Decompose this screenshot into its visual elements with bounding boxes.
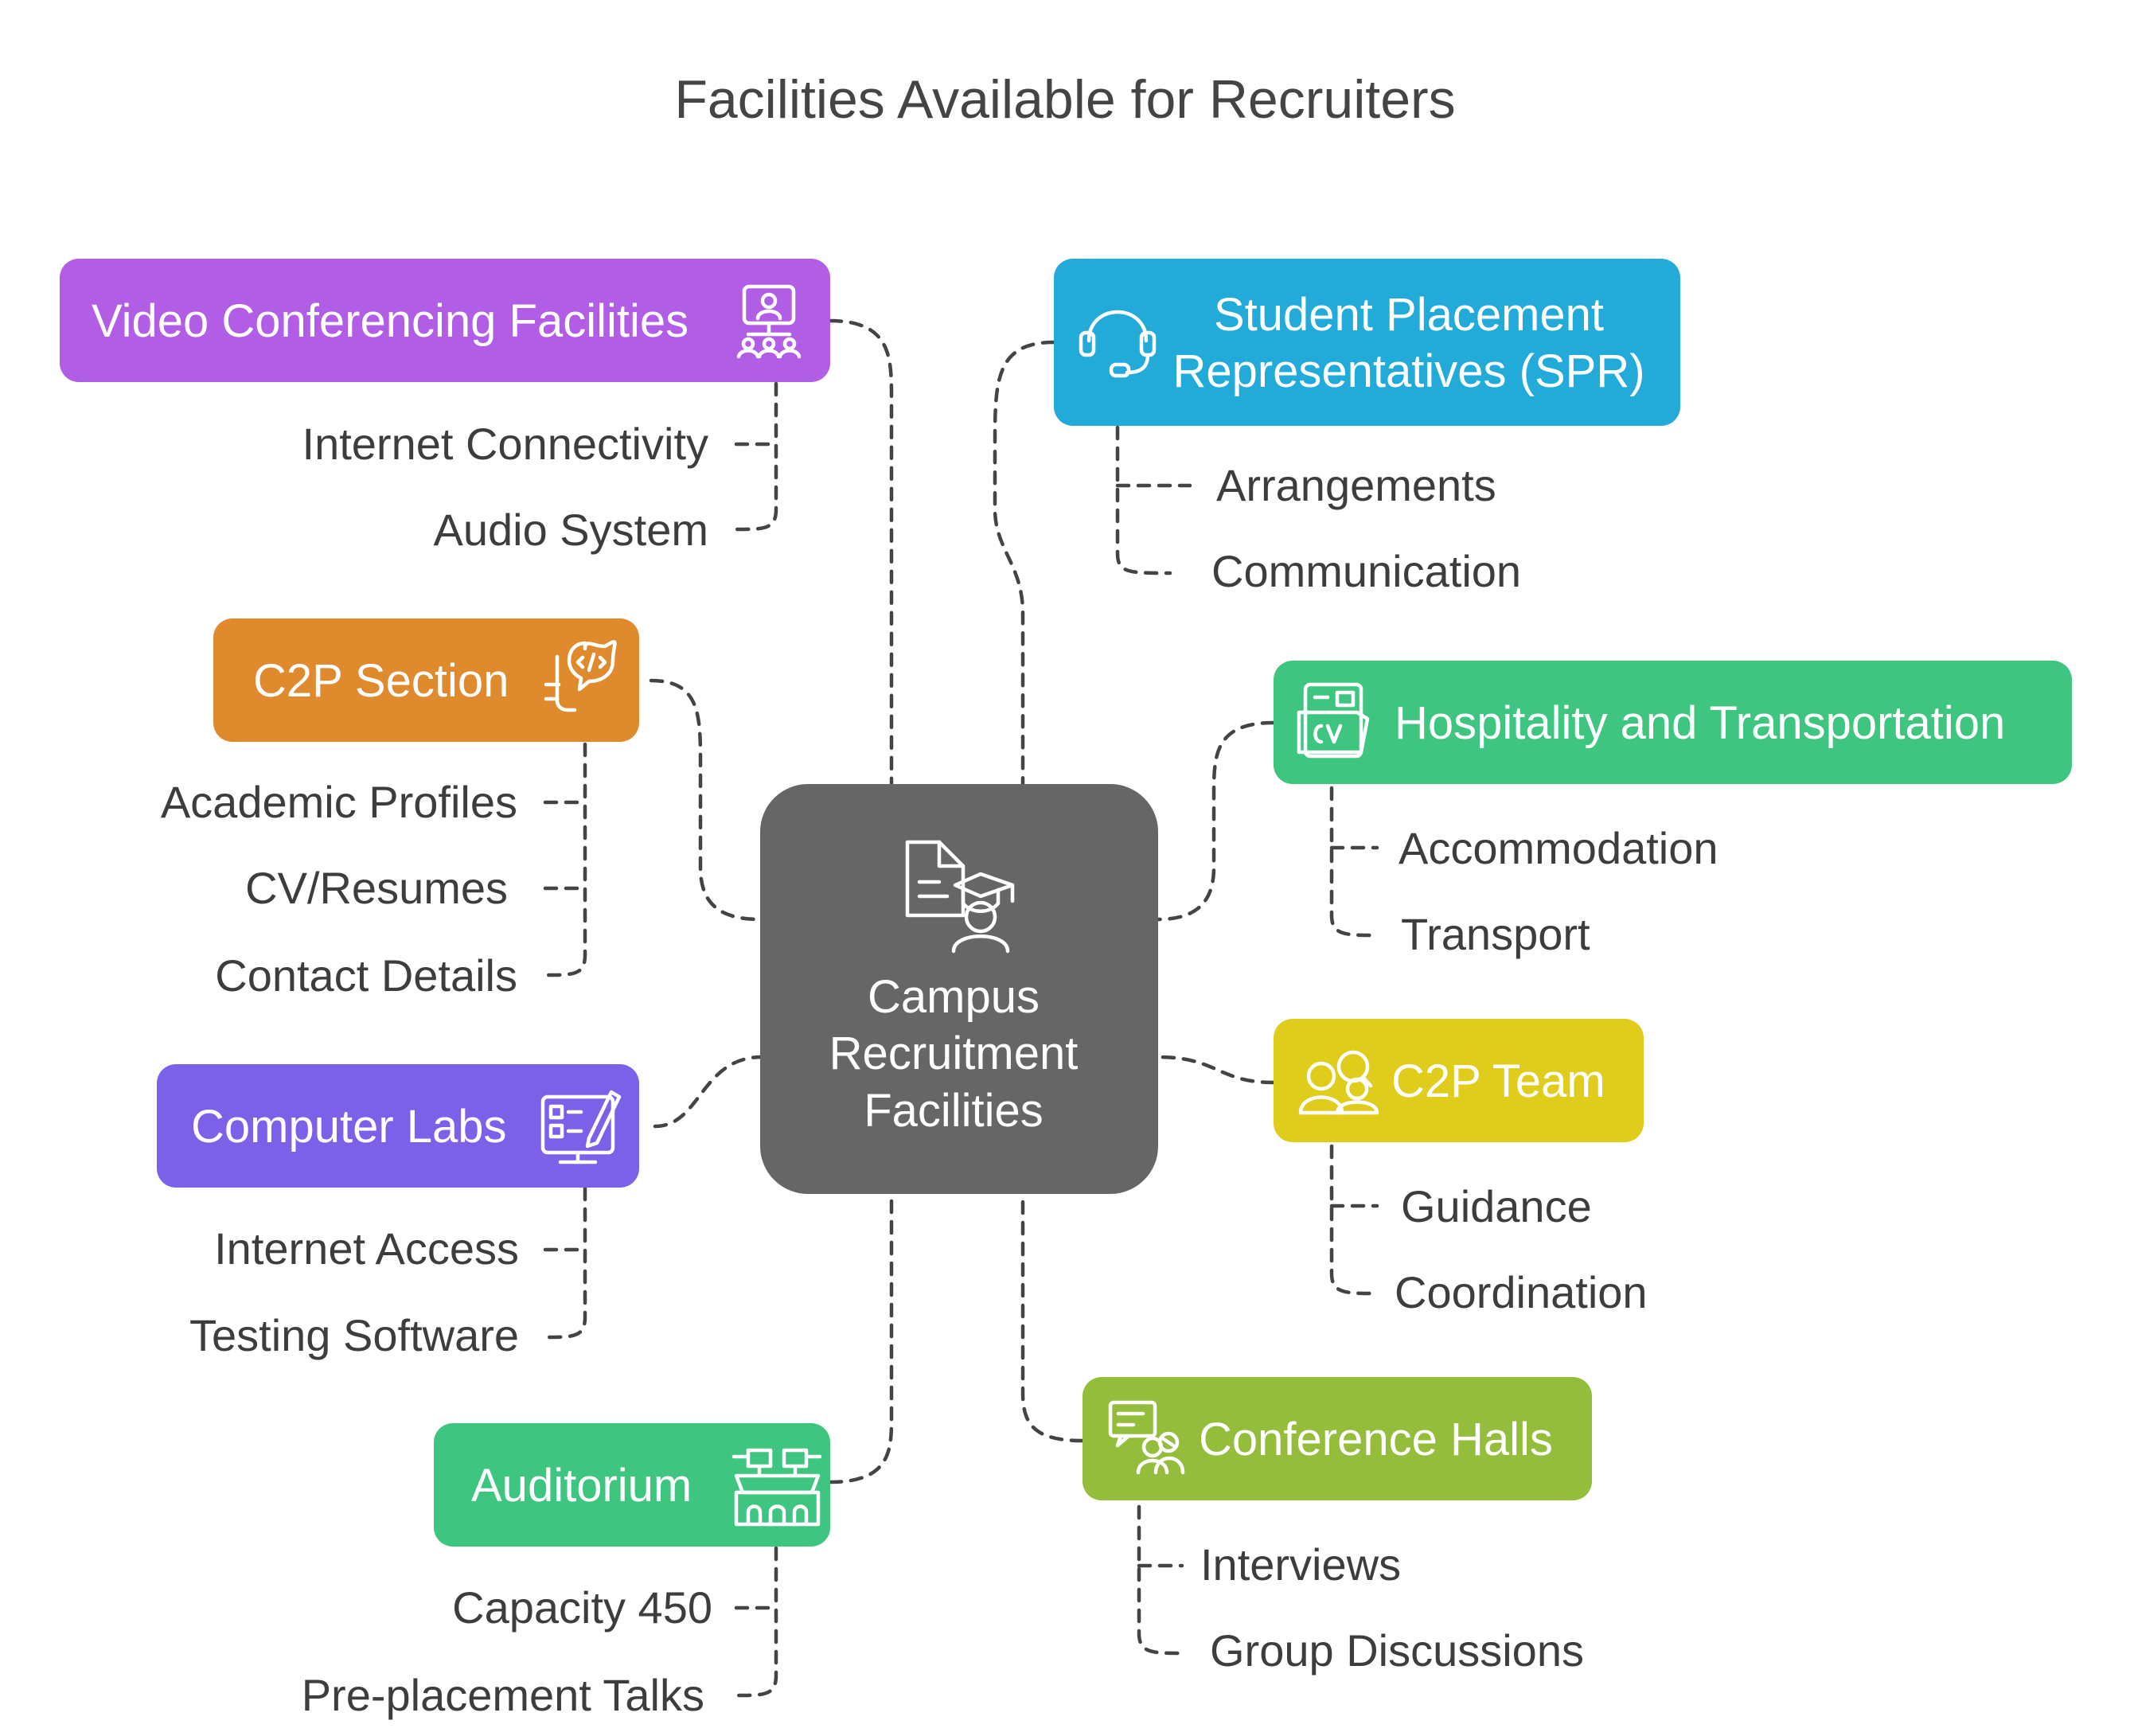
sub-guidance: Guidance <box>1401 1181 1592 1231</box>
node-spr-label-line-1: Student Placement <box>1214 289 1604 341</box>
node-c2p-team: C2P Team Guidance Coordination <box>1274 1019 1648 1317</box>
video-call-icon <box>736 284 802 359</box>
node-spr: Student Placement Representatives (SPR) … <box>1054 259 1680 596</box>
cv-card-icon <box>1297 682 1370 759</box>
sub-coordination: Coordination <box>1395 1267 1648 1317</box>
headset-icon <box>1079 310 1157 378</box>
sub-group-discussions: Group Discussions <box>1210 1625 1584 1676</box>
sub-academic-profiles: Academic Profiles <box>161 777 517 827</box>
connector-video <box>828 318 894 786</box>
connector-spr <box>993 340 1056 786</box>
node-video-box <box>60 259 830 382</box>
center-label-line-1: Campus <box>868 971 1040 1023</box>
node-c2p-section-box <box>213 618 639 742</box>
node-auditorium-box <box>434 1423 830 1547</box>
node-labs-box <box>157 1064 639 1188</box>
node-conference-halls: Conference Halls Interviews Group Discus… <box>1083 1377 1592 1676</box>
center-label-line-2: Recruitment <box>829 1028 1079 1079</box>
computer-edit-icon <box>540 1090 622 1164</box>
connector-hospitality <box>1156 720 1276 922</box>
node-c2p-section: C2P Section Academic Profiles CV/Resumes… <box>161 618 639 1001</box>
node-halls-label: Conference Halls <box>1199 1414 1553 1465</box>
sub-transport: Transport <box>1401 909 1590 959</box>
node-hospitality-box <box>1274 661 2072 784</box>
connectors <box>649 318 1276 1484</box>
sub-accommodation: Accommodation <box>1399 823 1718 873</box>
connector-labs <box>653 1055 763 1129</box>
diagram-title: Facilities Available for Recruiters <box>674 69 1455 130</box>
sub-arrangements: Arrangements <box>1216 460 1496 510</box>
sub-pre-placement-talks: Pre-placement Talks <box>302 1670 704 1720</box>
node-c2p-section-label: C2P Section <box>253 655 509 707</box>
node-labs-label: Computer Labs <box>191 1101 507 1153</box>
node-hospitality-label: Hospitality and Transportation <box>1395 697 2005 749</box>
center-label-line-3: Facilities <box>864 1085 1044 1137</box>
graduate-document-icon <box>905 840 1015 954</box>
sub-internet-access: Internet Access <box>214 1223 519 1274</box>
node-auditorium: Auditorium Capacity 450 Pre-placement Ta… <box>302 1423 830 1720</box>
connector-c2p-section <box>649 678 763 922</box>
node-video-conferencing: Video Conferencing Facilities Internet C… <box>60 259 830 555</box>
sub-testing-software: Testing Software <box>189 1310 519 1360</box>
sub-brackets <box>543 381 1379 1698</box>
connector-auditorium <box>828 1192 894 1484</box>
sub-contact-details: Contact Details <box>215 950 517 1001</box>
node-auditorium-label: Auditorium <box>471 1460 692 1512</box>
meeting-icon <box>1108 1400 1185 1475</box>
team-icon <box>1298 1050 1379 1115</box>
node-halls-box <box>1083 1377 1592 1500</box>
sub-interviews: Interviews <box>1200 1539 1401 1590</box>
node-c2p-team-label: C2P Team <box>1391 1055 1605 1107</box>
sub-communication: Communication <box>1211 546 1521 596</box>
sub-internet-connectivity: Internet Connectivity <box>302 419 708 469</box>
node-video-label: Video Conferencing Facilities <box>92 295 689 347</box>
node-spr-box <box>1054 259 1680 426</box>
center-node: Campus Recruitment Facilities <box>760 784 1158 1194</box>
sub-cv-resumes: CV/Resumes <box>245 863 508 913</box>
node-hospitality: Hospitality and Transportation Accommoda… <box>1274 661 2072 959</box>
sub-audio-system: Audio System <box>434 505 709 555</box>
connector-c2p-team <box>1156 1055 1276 1085</box>
node-spr-label-line-2: Representatives (SPR) <box>1172 345 1644 397</box>
center-box <box>760 784 1158 1194</box>
code-chat-icon <box>544 640 617 712</box>
connector-halls <box>1020 1192 1085 1443</box>
sub-capacity-450: Capacity 450 <box>452 1582 712 1633</box>
auditorium-icon <box>731 1448 822 1527</box>
node-computer-labs: Computer Labs Internet Access Testing So… <box>157 1064 639 1360</box>
